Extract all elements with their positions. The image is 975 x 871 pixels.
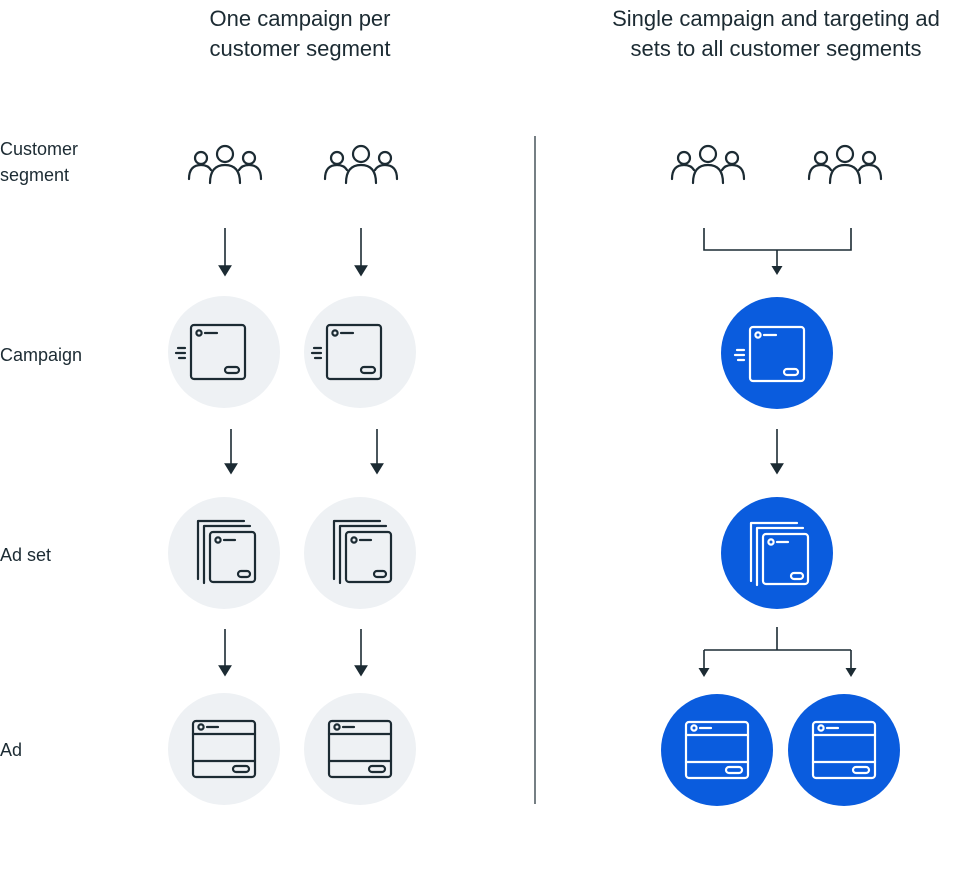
left-heading: One campaign per customer segment <box>140 4 460 64</box>
right-heading-line-1: Single campaign and targeting ad <box>612 6 940 31</box>
ad-circle-accent <box>661 694 773 806</box>
people-group-icon <box>670 144 746 185</box>
people-group-icon <box>187 144 263 185</box>
row-label-customer-segment-line-1: Customer <box>0 139 79 159</box>
row-label-ad: Ad <box>0 740 23 760</box>
adset-circle <box>304 497 416 609</box>
adset-circle-accent <box>721 497 833 609</box>
left-heading-line-2: customer segment <box>209 36 391 61</box>
right-heading-line-2: sets to all customer segments <box>630 36 922 61</box>
right-heading: Single campaign and targeting ad sets to… <box>576 4 975 64</box>
people-group-icon <box>323 144 399 185</box>
ad-circle <box>304 693 416 805</box>
merge-connector <box>703 228 852 251</box>
campaign-circle-accent <box>721 297 833 409</box>
row-label-campaign: Campaign <box>0 345 83 365</box>
row-label-ad-set: Ad set <box>0 545 52 565</box>
adset-circle <box>168 497 280 609</box>
row-label-customer-segment: Customer segment <box>0 136 78 188</box>
people-group-icon <box>807 144 883 185</box>
left-heading-line-1: One campaign per <box>209 6 391 31</box>
ad-circle-accent <box>788 694 900 806</box>
row-label-customer-segment-line-2: segment <box>0 165 70 185</box>
split-connector <box>703 627 852 670</box>
ad-circle <box>168 693 280 805</box>
